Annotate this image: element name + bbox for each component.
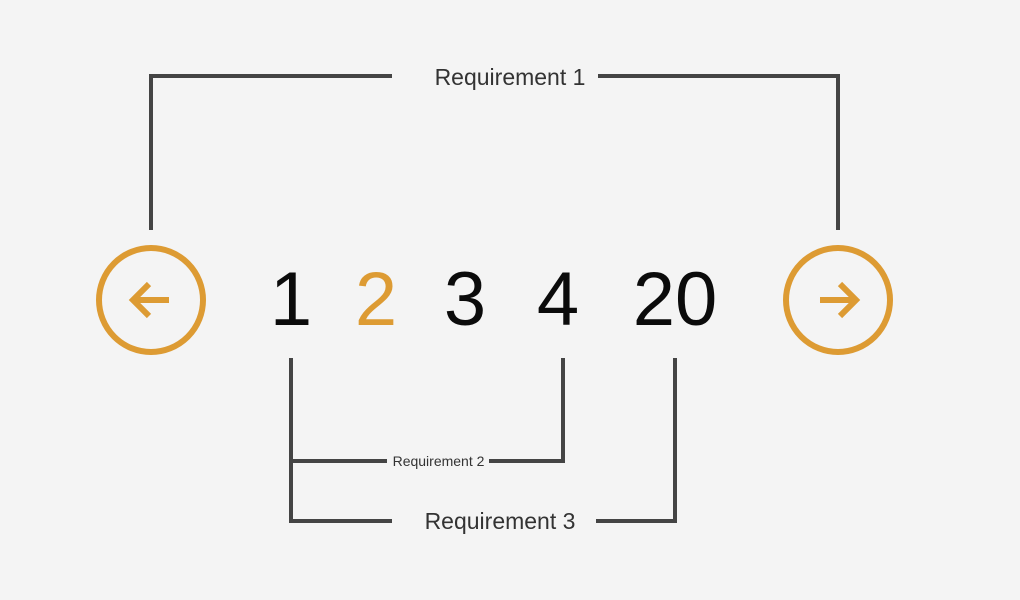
next-page-button[interactable]: [783, 245, 893, 355]
bracket-requirement-2-left: [289, 358, 387, 463]
requirement-2-label: Requirement 2: [392, 453, 485, 469]
bracket-requirement-1-left: [149, 74, 392, 230]
page-number-4[interactable]: 4: [536, 257, 580, 342]
bracket-requirement-2-right: [489, 358, 565, 463]
page-number-3[interactable]: 3: [443, 257, 487, 342]
bracket-requirement-1-right: [598, 74, 840, 230]
bracket-requirement-3-left: [289, 461, 392, 523]
requirement-1-label: Requirement 1: [434, 64, 586, 90]
bracket-requirement-3-right: [596, 358, 677, 523]
page-number-1[interactable]: 1: [269, 257, 313, 342]
page-number-2[interactable]: 2: [354, 257, 398, 342]
page-number-20[interactable]: 20: [632, 257, 718, 342]
arrow-left-icon: [119, 268, 183, 332]
arrow-right-icon: [806, 268, 870, 332]
requirement-3-label: Requirement 3: [424, 508, 576, 534]
previous-page-button[interactable]: [96, 245, 206, 355]
